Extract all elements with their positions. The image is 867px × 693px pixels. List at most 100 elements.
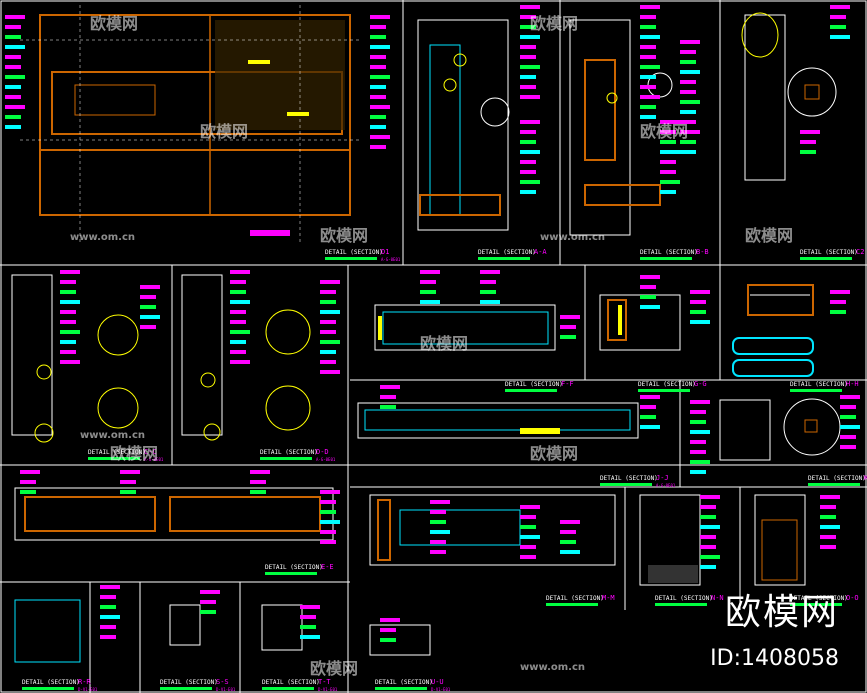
callout-tag: [660, 140, 676, 144]
panel-title-r-r: DETAIL (SECTION)R-RD-V1-E01: [22, 678, 98, 692]
callout-tag: [560, 520, 580, 524]
callout-tag: [60, 280, 76, 284]
panel-title-text: DETAIL (SECTION): [790, 595, 848, 602]
callout-tag: [690, 470, 706, 474]
callout-tag: [690, 410, 706, 414]
callout-tag: [250, 470, 270, 474]
callout-tag: [480, 290, 496, 294]
callout-tag: [60, 360, 80, 364]
callout-tag: [640, 25, 656, 29]
panel-title-e-e: DETAIL (SECTION)E-E: [265, 563, 334, 575]
section-c2: [741, 12, 837, 181]
callout-tag: [100, 605, 116, 609]
panel-title-k-k: DETAIL (SECTION)K-K: [808, 474, 867, 486]
callout-tag: [370, 75, 390, 79]
elevation-d1: [20, 5, 360, 245]
panel-code-text: F-F: [561, 380, 574, 388]
watermark-logo: 欧模网: [724, 592, 839, 633]
callout-tag: [380, 628, 396, 632]
callout-tag: [320, 500, 336, 504]
panel-underline: [265, 572, 317, 575]
callout-tag: [5, 65, 21, 69]
section-h-h: [732, 284, 814, 377]
callout-tag: [5, 115, 21, 119]
callout-tag: [700, 505, 716, 509]
callout-tag: [320, 360, 336, 364]
callout-tag: [230, 360, 250, 364]
callout-tag: [300, 615, 316, 619]
callout-tag: [640, 105, 656, 109]
panel-code-text: G-G: [694, 380, 707, 388]
callout-tag: [100, 615, 120, 619]
panel-underline: [478, 257, 530, 260]
panel-underline: [655, 603, 707, 606]
callout-tag: [380, 405, 396, 409]
callout-tag: [370, 15, 390, 19]
callout-tag: [420, 300, 440, 304]
callout-tag: [60, 300, 80, 304]
callout-tag: [230, 310, 246, 314]
callout-tag: [680, 130, 700, 134]
callout-tag: [840, 435, 856, 439]
callout-tag: [250, 490, 266, 494]
callout-tag: [520, 535, 540, 539]
section-j-j: [357, 402, 639, 439]
callout-tag: [380, 385, 400, 389]
callout-tag: [640, 15, 656, 19]
callout-tag: [420, 280, 436, 284]
callout-tag: [320, 490, 340, 494]
panel-title-text: DETAIL (SECTION): [655, 595, 713, 602]
section-n-n: [639, 494, 701, 586]
panel-title-text: DETAIL (SECTION): [325, 249, 383, 256]
callout-tag: [700, 495, 720, 499]
callout-tag: [690, 320, 710, 324]
callout-tag: [320, 340, 340, 344]
callout-tag: [480, 300, 500, 304]
callout-tag: [60, 340, 76, 344]
callout-tag: [680, 90, 696, 94]
callout-tag: [820, 515, 836, 519]
panel-title-n-n: DETAIL (SECTION)N-N: [655, 594, 724, 606]
callout-tag: [5, 25, 21, 29]
callout-tag: [820, 505, 836, 509]
callout-tag: [520, 130, 536, 134]
callout-tag: [640, 395, 660, 399]
watermark-brand: 欧模网: [420, 334, 469, 353]
callout-tag: [5, 55, 21, 59]
callout-tag: [370, 135, 390, 139]
callout-tag: [370, 95, 386, 99]
panel-title-text: DETAIL (SECTION): [265, 564, 323, 571]
panel-code-text: M-M: [602, 594, 615, 602]
section-e-e: [14, 487, 334, 541]
callout-tag: [680, 50, 696, 54]
callout-tag: [700, 545, 716, 549]
callout-tag: [690, 450, 706, 454]
callout-tag: [820, 545, 836, 549]
callout-tag: [200, 600, 216, 604]
callout-tag: [700, 555, 720, 559]
watermark-brand: 欧模网: [530, 444, 579, 463]
callout-tag: [5, 125, 21, 129]
callout-tag: [370, 105, 390, 109]
panel-title-text: DETAIL (SECTION): [790, 381, 848, 388]
panel-code-text: T-T: [318, 678, 331, 686]
panel-ref-text: D-V1-E01: [216, 687, 236, 692]
callout-tag: [690, 300, 706, 304]
panel-title-text: DETAIL (SECTION): [88, 449, 146, 456]
panel-code-text: J-J: [656, 474, 669, 482]
callout-tag: [430, 500, 450, 504]
callout-tag: [640, 45, 656, 49]
callout-tag: [5, 15, 25, 19]
watermark-site: www.om.cn: [70, 232, 136, 243]
panel-underline: [790, 389, 842, 392]
callout-tag: [520, 120, 540, 124]
section-g-g: [599, 294, 681, 351]
panel-title-o-o: DETAIL (SECTION)O-O: [790, 594, 859, 606]
callout-tag: [20, 480, 36, 484]
callout-tag: [420, 270, 440, 274]
callout-tag: [520, 150, 540, 154]
callout-tag: [640, 295, 656, 299]
watermark-brand: 欧模网: [640, 122, 689, 141]
callout-tag: [230, 300, 250, 304]
